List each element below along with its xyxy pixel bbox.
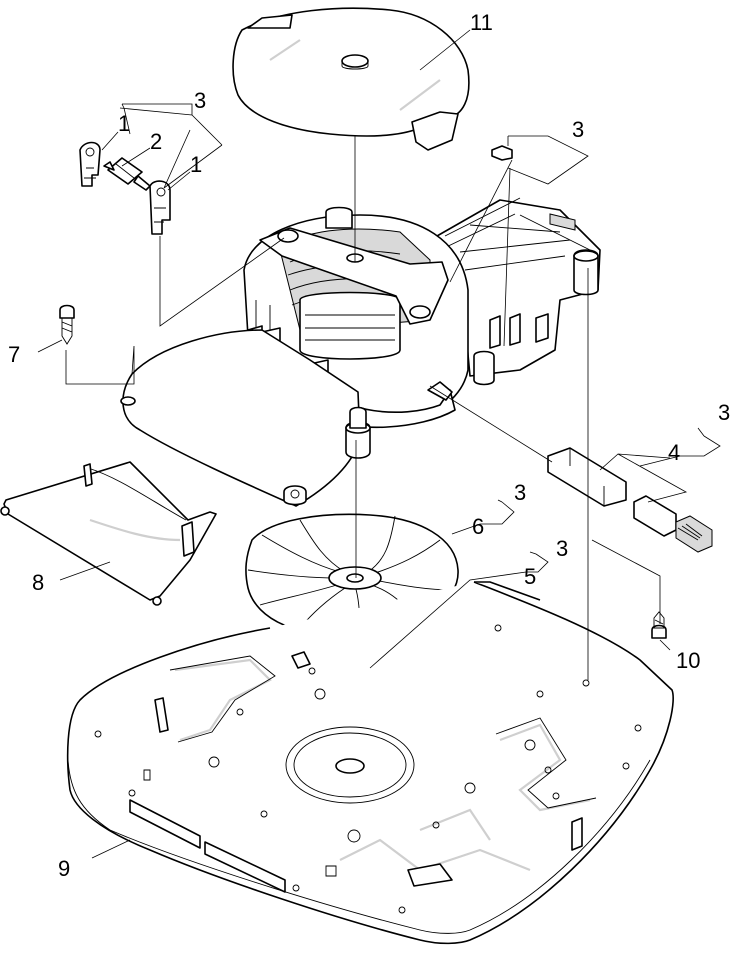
callout-1: 1 xyxy=(118,111,130,136)
capacitor-part xyxy=(103,157,151,191)
callout-2: 2 xyxy=(150,129,162,154)
clip-left-part xyxy=(79,141,101,187)
leader-lines xyxy=(37,29,721,859)
callout-8: 8 xyxy=(32,570,44,595)
callout-labels: 11 3 1 2 1 3 7 3 4 3 6 3 5 8 10 9 xyxy=(8,10,730,881)
motor-cover-part xyxy=(232,7,470,151)
callout-1: 1 xyxy=(190,152,202,177)
clip-right-part xyxy=(149,180,171,235)
fan-scroll-housing-part xyxy=(120,329,371,507)
screw-7-part xyxy=(59,304,75,345)
callout-4: 4 xyxy=(668,440,680,465)
callout-3: 3 xyxy=(572,117,584,142)
callout-9: 9 xyxy=(58,856,70,881)
callout-7: 7 xyxy=(8,342,20,367)
callout-3: 3 xyxy=(718,400,730,425)
callout-3: 3 xyxy=(194,88,206,113)
callout-3: 3 xyxy=(556,536,568,561)
brush-holder-part xyxy=(547,447,713,553)
contact-upper-part xyxy=(491,145,513,161)
callout-6: 6 xyxy=(472,514,484,539)
callout-3: 3 xyxy=(514,480,526,505)
base-plate-part xyxy=(66,581,674,945)
callout-5: 5 xyxy=(524,564,536,589)
screw-10-part xyxy=(651,611,667,639)
callout-11: 11 xyxy=(470,10,493,35)
callout-10: 10 xyxy=(676,648,700,673)
air-guide-part xyxy=(0,461,217,606)
